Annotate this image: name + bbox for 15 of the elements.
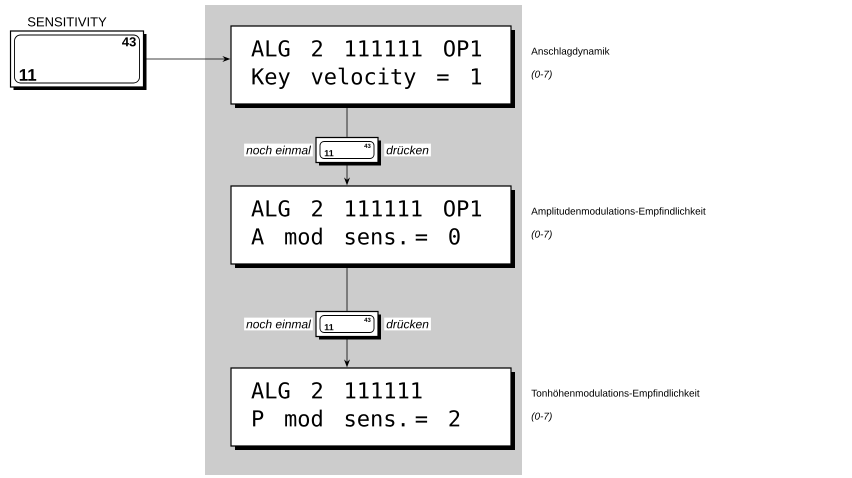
- display-screen: ALG 2 111111 OP1 Key velocity = 1: [230, 25, 515, 108]
- instruction-text: drücken: [384, 144, 431, 156]
- description-text: (0-7): [532, 70, 552, 80]
- instruction-text: drücken: [384, 318, 431, 330]
- instruction-text: noch einmal: [244, 318, 313, 330]
- display-screen: ALG 2 111111 P mod sens. = 2: [230, 367, 515, 450]
- description-text: Amplitudenmodulations-Empfindlichkeit: [531, 207, 706, 217]
- key-button: 43 11: [10, 30, 146, 90]
- description-text: (0-7): [532, 230, 552, 240]
- description-text: (0-7): [532, 412, 552, 422]
- description-text: Tonhöhenmodulations-Empfindlichkeit: [531, 389, 700, 399]
- instruction-text: noch einmal: [244, 144, 313, 156]
- display-screen: ALG 2 111111 OP1 A mod sens. = 0: [230, 185, 515, 268]
- description-text: Anschlagdynamik: [531, 47, 610, 57]
- key-label: SENSITIVITY: [28, 17, 106, 26]
